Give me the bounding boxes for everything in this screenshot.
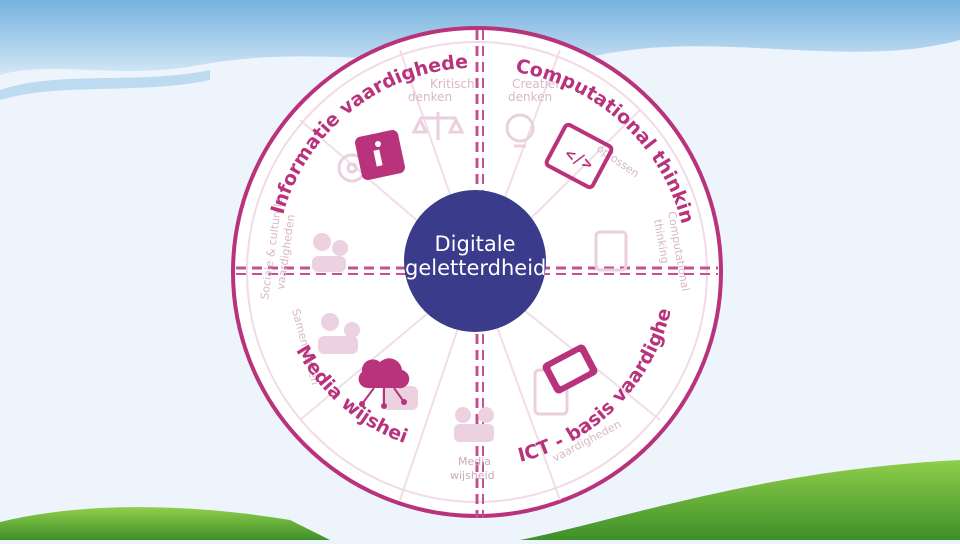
info-icon [354,129,406,181]
center-title: Digitale geletterdheid [405,232,545,280]
center-title-line2: geletterdheid [405,256,545,280]
faint-kritisch-1: Kritisch [430,77,475,91]
faint-creatief-2: denken [508,90,552,104]
faint-media-2: wijsheid [450,469,495,482]
center-title-line1: Digitale [405,232,545,256]
faint-kritisch-2: denken [408,90,452,104]
faint-media-1: Media [458,455,491,468]
